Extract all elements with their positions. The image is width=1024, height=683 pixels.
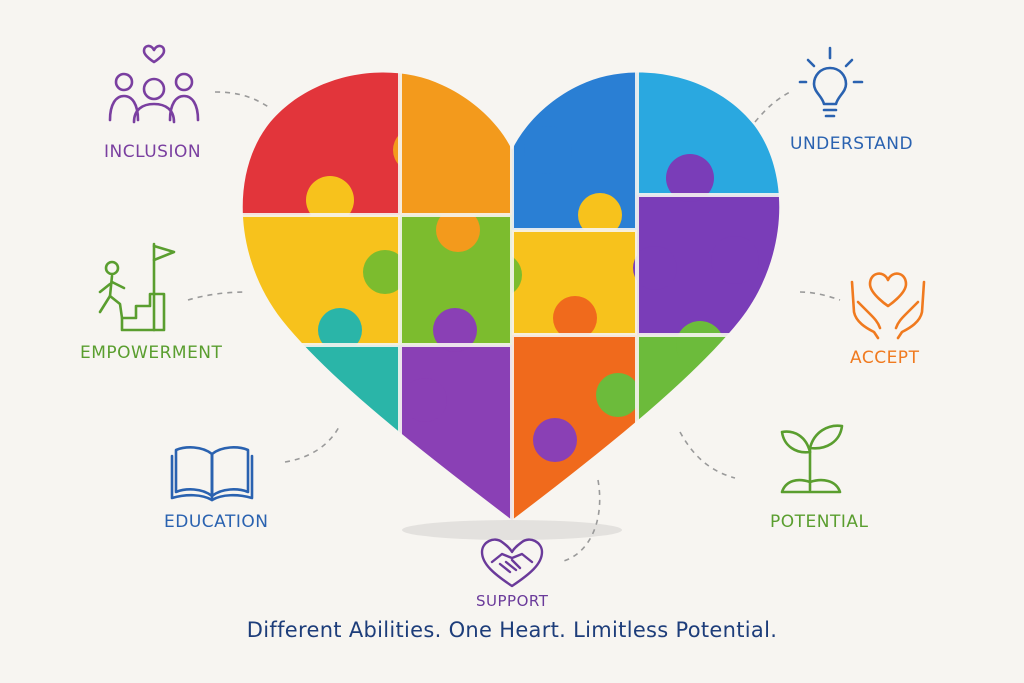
puzzle-knob bbox=[533, 418, 577, 462]
puzzle-knob bbox=[478, 253, 522, 297]
puzzle-knob bbox=[436, 208, 480, 252]
puzzle-knob bbox=[578, 193, 622, 237]
open-book-icon bbox=[170, 446, 254, 502]
puzzle-knob bbox=[306, 176, 354, 224]
puzzle-piece-lime bbox=[637, 335, 780, 521]
label-inclusion: INCLUSION bbox=[104, 142, 202, 162]
puzzle-knob bbox=[524, 126, 572, 174]
label-accept: ACCEPT bbox=[850, 348, 920, 368]
puzzle-knob bbox=[553, 296, 597, 340]
puzzle-knob bbox=[393, 128, 437, 172]
puzzle-knob bbox=[666, 154, 714, 202]
hands-heart-icon bbox=[850, 272, 926, 340]
connector-support bbox=[559, 479, 601, 563]
puzzle-knob bbox=[633, 246, 677, 290]
people-heart-icon bbox=[108, 44, 200, 124]
connector-education bbox=[284, 424, 341, 463]
connector-empowerment bbox=[187, 291, 246, 301]
label-understand: UNDERSTAND bbox=[790, 134, 914, 154]
connector-inclusion bbox=[214, 91, 271, 109]
tagline: Different Abilities. One Heart. Limitles… bbox=[246, 618, 778, 642]
lightbulb-icon bbox=[798, 46, 864, 118]
puzzle-knob bbox=[433, 308, 477, 352]
label-potential: POTENTIAL bbox=[770, 512, 869, 532]
connector-accept bbox=[799, 291, 841, 301]
label-support: SUPPORT bbox=[476, 592, 549, 610]
puzzle-knob bbox=[596, 373, 640, 417]
connector-lines bbox=[187, 91, 841, 563]
label-empowerment: EMPOWERMENT bbox=[80, 343, 223, 363]
climbing-stairs-flag-icon bbox=[98, 242, 176, 332]
puzzle-knob bbox=[403, 378, 447, 422]
puzzle-knob bbox=[711, 236, 759, 284]
puzzle-piece-purple bbox=[400, 345, 512, 521]
connector-understand bbox=[754, 91, 791, 123]
puzzle-knob bbox=[363, 250, 407, 294]
puzzle-knob bbox=[676, 321, 724, 369]
handshake-heart-icon bbox=[480, 538, 544, 588]
sprout-icon bbox=[780, 424, 844, 494]
heart-shadow bbox=[402, 520, 622, 540]
puzzle-piece-light-blue bbox=[637, 72, 780, 195]
label-education: EDUCATION bbox=[164, 512, 269, 532]
connector-potential bbox=[679, 431, 736, 479]
puzzle-knob bbox=[318, 308, 362, 352]
